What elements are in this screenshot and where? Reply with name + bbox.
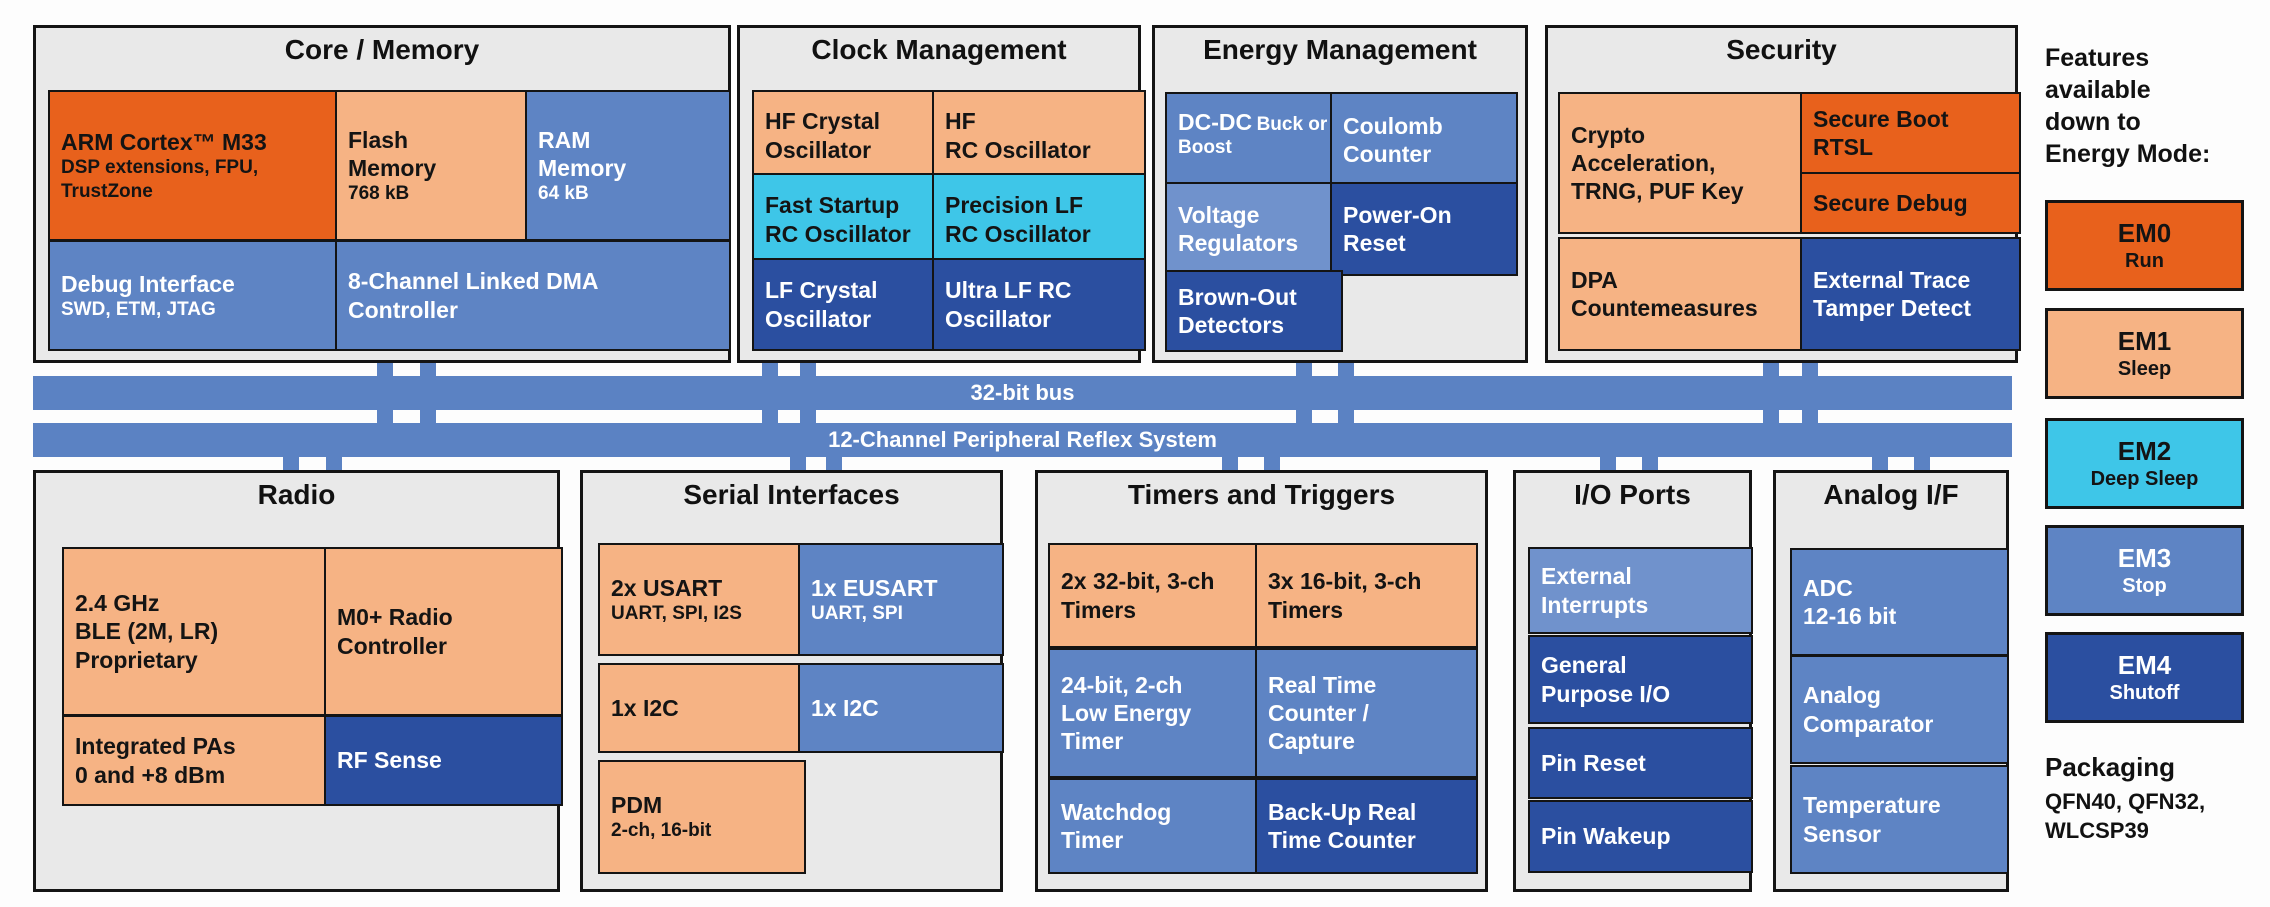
block-24ghz-ble: 2.4 GHz BLE (2M, LR) Proprietary	[62, 547, 330, 716]
section-title: Clock Management	[811, 34, 1067, 65]
bus-peripheral-reflex-system: 12-Channel Peripheral Reflex System	[33, 423, 2012, 457]
block-flash-memory: Flash Memory 768 kB	[335, 90, 538, 241]
block-debug-interface: Debug Interface SWD, ETM, JTAG	[48, 240, 348, 351]
block-watchdog-timer: Watchdog Timer	[1048, 778, 1269, 874]
block-crypto-acceleration: Crypto Acceleration, TRNG, PUF Key	[1558, 92, 1816, 234]
bus-32bit: 32-bit bus	[33, 376, 2012, 410]
block-backup-real-time-counter: Back-Up Real Time Counter	[1255, 778, 1478, 874]
block-pin-wakeup: Pin Wakeup	[1528, 800, 1753, 873]
block-dcdc: DC-DC Buck or Boost	[1165, 92, 1343, 196]
block-1x-i2c-b: 1x I2C	[798, 663, 1004, 753]
section-title: Timers and Triggers	[1127, 479, 1396, 510]
block-voltage-regulators: Voltage Regulators	[1165, 182, 1343, 276]
block-3x-16bit-timers: 3x 16-bit, 3-ch Timers	[1255, 543, 1478, 648]
block-dma-controller: 8-Channel Linked DMA Controller	[335, 240, 731, 351]
block-power-on-reset: Power-On Reset	[1330, 182, 1518, 276]
block-1x-eusart: 1x EUSART UART, SPI	[798, 543, 1004, 656]
em-name: EM3	[2117, 542, 2172, 573]
block-coulomb-counter: Coulomb Counter	[1330, 92, 1518, 188]
section-core-memory: Core / Memory ARM Cortex™ M33 DSP extens…	[33, 25, 731, 363]
section-title: Radio	[257, 479, 336, 510]
em-desc: Shutoff	[2109, 682, 2180, 705]
block-secure-boot-rtsl: Secure Boot RTSL	[1800, 92, 2021, 174]
block-adc: ADC 12-16 bit	[1790, 548, 2009, 656]
section-energy-management: Energy Management DC-DC Buck or Boost Co…	[1152, 25, 1528, 363]
em-desc: Deep Sleep	[2090, 468, 2199, 491]
block-dpa-countermeasures: DPA Countemeasures	[1558, 237, 1816, 351]
em-desc: Run	[2125, 250, 2164, 273]
em4-box: EM4 Shutoff	[2045, 632, 2244, 723]
block-secure-debug: Secure Debug	[1800, 172, 2021, 234]
section-radio: Radio 2.4 GHz BLE (2M, LR) Proprietary M…	[33, 470, 563, 892]
em-desc: Sleep	[2117, 358, 2172, 381]
em-name: EM4	[2117, 649, 2172, 680]
block-1x-i2c-a: 1x I2C	[598, 663, 806, 753]
block-external-interrupts: External Interrupts	[1528, 547, 1753, 634]
section-title: Analog I/F	[1823, 479, 1959, 510]
block-analog-comparator: Analog Comparator	[1790, 655, 2009, 764]
block-2x-32bit-timers: 2x 32-bit, 3-ch Timers	[1048, 543, 1269, 648]
block-real-time-counter: Real Time Counter / Capture	[1255, 648, 1478, 778]
section-title: I/O Ports	[1574, 479, 1691, 510]
section-title: Security	[1726, 34, 1837, 65]
block-brown-out-detectors: Brown-Out Detectors	[1165, 270, 1343, 352]
block-external-trace-tamper-detect: External Trace Tamper Detect	[1800, 237, 2021, 351]
em-name: EM2	[2117, 435, 2172, 466]
block-hf-crystal-oscillator: HF Crystal Oscillator	[752, 90, 951, 181]
block-2x-usart: 2x USART UART, SPI, I2S	[598, 543, 806, 656]
block-arm-cortex-m33: ARM Cortex™ M33 DSP extensions, FPU, Tru…	[48, 90, 348, 241]
section-title: Core / Memory	[284, 34, 480, 65]
em1-box: EM1 Sleep	[2045, 308, 2244, 399]
em-desc: Stop	[2122, 575, 2167, 598]
packaging-title: Packaging	[2045, 752, 2176, 782]
em2-box: EM2 Deep Sleep	[2045, 418, 2244, 509]
block-temperature-sensor: Temperature Sensor	[1790, 765, 2009, 874]
bus-prs-label: 12-Channel Peripheral Reflex System	[828, 427, 1217, 452]
block-rf-sense: RF Sense	[324, 715, 563, 806]
section-timers-triggers: Timers and Triggers 2x 32-bit, 3-ch Time…	[1035, 470, 1488, 892]
block-lf-crystal-oscillator: LF Crystal Oscillator	[752, 258, 951, 351]
section-io-ports: I/O Ports External Interrupts General Pu…	[1513, 470, 1753, 892]
section-analog-if: Analog I/F ADC 12-16 bit Analog Comparat…	[1773, 470, 2009, 892]
block-pin-reset: Pin Reset	[1528, 727, 1753, 799]
legend-note: Features available down to Energy Mode:	[2045, 44, 2211, 168]
section-security: Security Crypto Acceleration, TRNG, PUF …	[1545, 25, 2021, 363]
block-ram-memory: RAM Memory 64 kB	[525, 90, 731, 241]
em-name: EM0	[2117, 217, 2172, 248]
packaging-options: QFN40, QFN32, WLCSP39	[2045, 789, 2206, 843]
section-title: Serial Interfaces	[683, 479, 900, 510]
block-hf-rc-oscillator: HF RC Oscillator	[932, 90, 1146, 181]
em0-box: EM0 Run	[2045, 200, 2244, 291]
block-fast-startup-rc-oscillator: Fast Startup RC Oscillator	[752, 173, 951, 266]
block-low-energy-timer: 24-bit, 2-ch Low Energy Timer	[1048, 648, 1269, 778]
section-clock-management: Clock Management HF Crystal Oscillator H…	[737, 25, 1146, 363]
em3-box: EM3 Stop	[2045, 525, 2244, 616]
block-ultra-lf-rc-oscillator: Ultra LF RC Oscillator	[932, 258, 1146, 351]
section-title: Energy Management	[1203, 34, 1477, 65]
section-serial-interfaces: Serial Interfaces 2x USART UART, SPI, I2…	[580, 470, 1004, 892]
block-integrated-pas: Integrated PAs 0 and +8 dBm	[62, 715, 330, 806]
block-m0-radio-controller: M0+ Radio Controller	[324, 547, 563, 716]
block-pdm: PDM 2-ch, 16-bit	[598, 760, 806, 874]
bus-32bit-label: 32-bit bus	[970, 380, 1075, 405]
em-name: EM1	[2117, 325, 2172, 356]
block-precision-lf-rc-oscillator: Precision LF RC Oscillator	[932, 173, 1146, 266]
block-general-purpose-io: General Purpose I/O	[1528, 635, 1753, 724]
